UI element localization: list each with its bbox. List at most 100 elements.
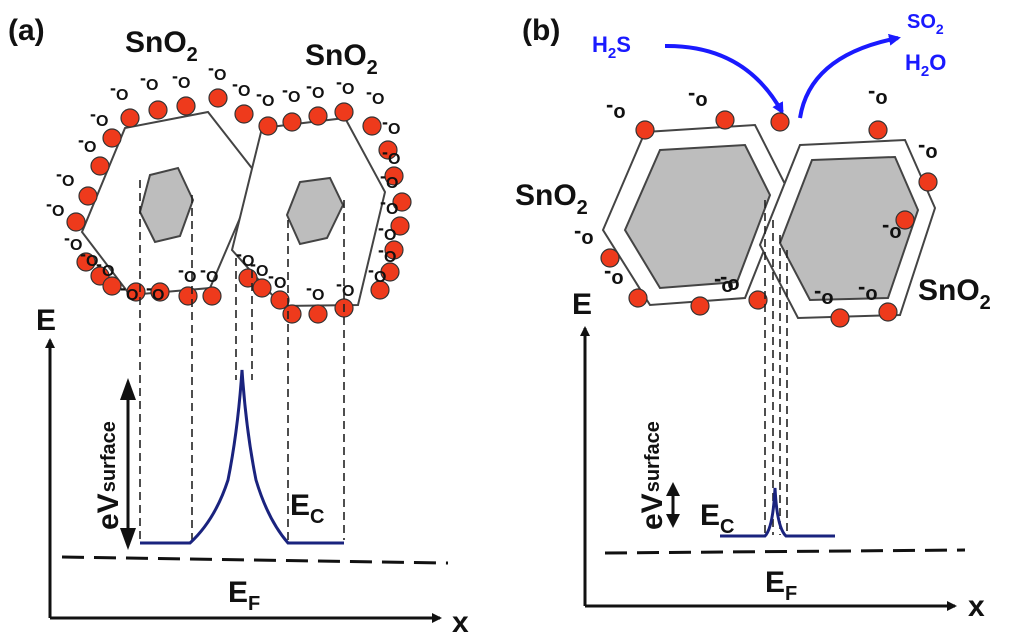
oxygen-ion-icon [390, 216, 410, 236]
oxygen-ion-label-b: -o [882, 212, 902, 243]
panel-b-label: (b) [522, 14, 560, 47]
oxygen-ion-icon [878, 302, 898, 322]
oxygen-ion-label-a: -O [382, 112, 400, 138]
oxygen-ion-icon [150, 282, 170, 302]
panel-b: (b) H2S SO2 H2O SnO2 SnO2 -o-o-o-o-o-o-o… [515, 11, 991, 623]
oxygen-ion-label-a: -O [268, 266, 286, 292]
fermi-level-label-b: EF [765, 566, 797, 605]
adsorbed-oxygen-group-b: -o-o-o-o-o-o-o-o-o-o-o [574, 78, 938, 328]
oxygen-ion-label-a: -O [256, 84, 274, 110]
oxygen-ion-label-b: -o [814, 278, 834, 309]
oxygen-ion-icon [102, 128, 122, 148]
oxygen-ion-label-a: -O [46, 194, 64, 220]
oxygen-ion-icon [66, 212, 86, 232]
conduction-band-label-b: EC [700, 499, 734, 538]
barrier-arrow-head-bottom-a [120, 528, 136, 550]
fermi-level-label-a: EF [228, 576, 260, 615]
oxygen-ion-label-a: -O [146, 278, 164, 304]
oxygen-ion-label-a: -O [336, 274, 354, 300]
barrier-arrow-head-bottom-b [666, 514, 680, 528]
panel-a: (a) SnO2 SnO2 -O-O-O-O-O-O-O-O-O-O-O-O-O… [8, 14, 469, 637]
grain-left-label: SnO2 [125, 26, 198, 66]
oxygen-ion-icon [176, 96, 196, 116]
oxygen-ion-label-a: -O [236, 244, 254, 270]
x-axis-label-a: x [452, 606, 469, 637]
oxygen-ion-icon [334, 102, 354, 122]
oxygen-ion-icon [895, 210, 915, 230]
oxygen-ion-label-a: -O [110, 78, 128, 104]
oxygen-ion-icon [202, 286, 222, 306]
oxygen-ion-icon [252, 278, 272, 298]
oxygen-ion-label-a: -O [56, 164, 74, 190]
oxygen-ion-label-a: -O [232, 74, 250, 100]
panel-a-label: (a) [8, 14, 45, 47]
barrier-arrow-head-top-a [120, 378, 136, 400]
oxygen-ion-icon [628, 288, 648, 308]
oxygen-ion-label-a: -O [366, 82, 384, 108]
oxygen-ion-icon [76, 252, 96, 272]
oxygen-ion-label-a: -O [250, 254, 268, 280]
conduction-band-label-a: EC [290, 489, 324, 528]
oxygen-ion-label-a: -O [120, 278, 138, 304]
oxygen-ion-label-a: -O [208, 58, 226, 84]
oxygen-ion-icon [362, 116, 382, 136]
oxygen-ion-icon [258, 116, 278, 136]
projection-lines-b [764, 200, 788, 535]
oxygen-ion-label-a: -O [368, 260, 386, 286]
oxygen-ion-label-a: -O [90, 104, 108, 130]
oxygen-ion-icon [690, 296, 710, 316]
oxygen-ion-label-a: -O [378, 218, 396, 244]
oxygen-ion-icon [102, 276, 122, 296]
oxygen-ion-label-b: -o [688, 80, 708, 111]
oxygen-ion-label-b: -o [858, 274, 878, 305]
oxygen-ion-label-a: -O [382, 142, 400, 168]
oxygen-ion-icon [392, 192, 412, 212]
fermi-level-line-a [61, 555, 449, 565]
oxygen-ion-label-a: -O [380, 166, 398, 192]
barrier-arrow-head-top-b [666, 482, 680, 496]
oxygen-ion-icon [282, 112, 302, 132]
grain-left-label-b: SnO2 [515, 179, 588, 219]
fermi-level-line-b [604, 548, 966, 555]
gas-in-label: H2S [592, 32, 631, 62]
oxygen-ion-icon [178, 286, 198, 306]
oxygen-ion-label-a: -O [306, 278, 324, 304]
oxygen-ion-label-a: -O [200, 260, 218, 286]
adsorbed-oxygen-group-a: -O-O-O-O-O-O-O-O-O-O-O-O-O-O-O-O-O-O-O-O… [46, 58, 412, 324]
grain-right-label-b: SnO2 [918, 274, 991, 314]
gas-out-label-2: H2O [905, 50, 946, 80]
oxygen-ion-icon [600, 248, 620, 268]
y-axis-label-a: E [36, 304, 56, 337]
oxygen-ion-icon [748, 290, 768, 310]
oxygen-ion-label-a: -O [140, 68, 158, 94]
oxygen-ion-icon [308, 106, 328, 126]
oxygen-ion-icon [270, 290, 290, 310]
oxygen-ion-icon [380, 262, 400, 282]
oxygen-ion-label-a: -O [178, 260, 196, 286]
oxygen-ion-icon [208, 88, 228, 108]
y-axis-label-b: E [572, 288, 592, 321]
oxygen-ion-label-a: -O [306, 76, 324, 102]
oxygen-ion-icon [384, 166, 404, 186]
oxygen-ion-icon [384, 240, 404, 260]
conduction-band-curve-a [140, 369, 344, 545]
oxygen-ion-icon [90, 156, 110, 176]
grain-right-label: SnO2 [305, 39, 378, 79]
oxygen-ion-icon [830, 308, 850, 328]
oxygen-ion-label-a: -O [78, 130, 96, 156]
oxygen-ion-label-b: -o [720, 264, 740, 295]
gas-out-label-1: SO2 [907, 11, 944, 37]
oxygen-ion-icon [120, 108, 140, 128]
barrier-label-a: eVsurface [92, 421, 125, 530]
oxygen-ion-icon [282, 304, 302, 324]
oxygen-ion-label-a: -O [282, 80, 300, 106]
gas-out-arrow-icon [798, 33, 901, 119]
oxygen-ion-label-a: -O [380, 192, 398, 218]
oxygen-ion-icon [378, 140, 398, 160]
x-axis-label-b: x [968, 590, 985, 623]
oxygen-ion-label-a: -O [96, 254, 114, 280]
oxygen-ion-label-a: -O [336, 72, 354, 98]
oxygen-ion-icon [78, 186, 98, 206]
conduction-band-curve-b [720, 487, 835, 538]
